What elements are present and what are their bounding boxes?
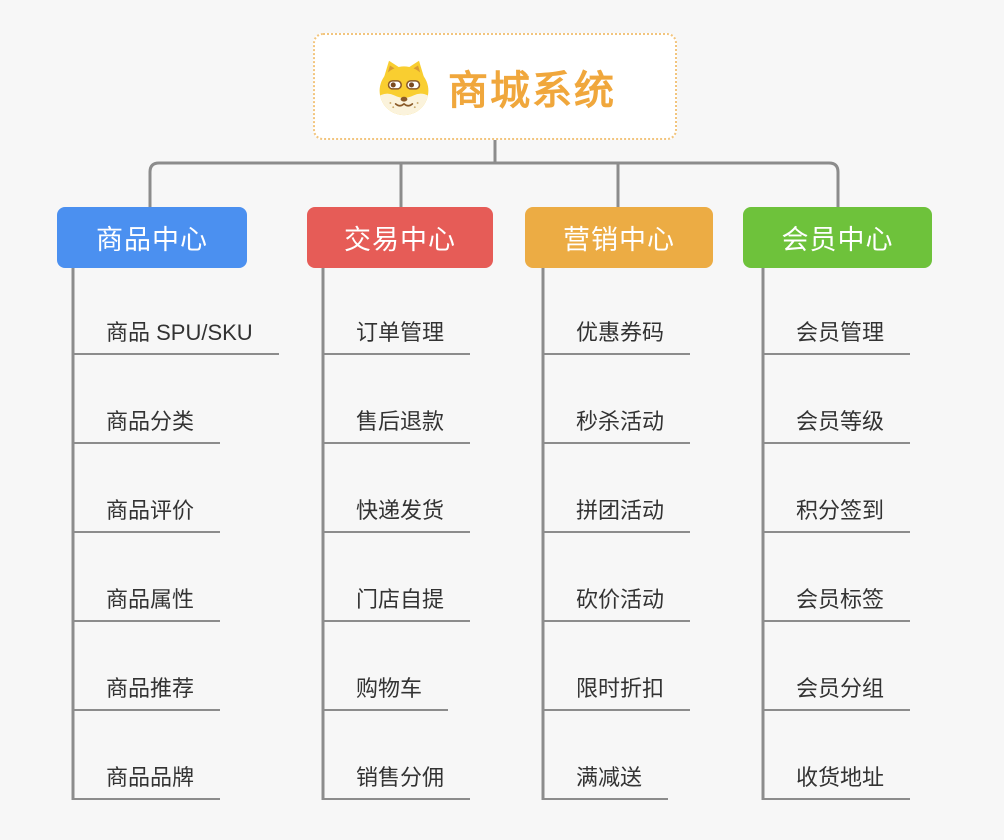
leaf-node-flash-sale[interactable]: 秒杀活动 — [542, 408, 691, 444]
leaf-node-order-management[interactable]: 订单管理 — [322, 319, 471, 355]
leaf-node-points-checkin[interactable]: 积分签到 — [762, 497, 911, 533]
leaf-node-member-tag[interactable]: 会员标签 — [762, 586, 911, 622]
leaf-node-shopping-cart[interactable]: 购物车 — [322, 675, 449, 711]
leaf-node-member-group[interactable]: 会员分组 — [762, 675, 911, 711]
branch-node-trade-center[interactable]: 交易中心 — [307, 207, 493, 268]
branch-node-member-center[interactable]: 会员中心 — [743, 207, 932, 268]
leaf-node-product-spu-sku[interactable]: 商品 SPU/SKU — [72, 319, 279, 355]
leaf-node-group-buy[interactable]: 拼团活动 — [542, 497, 691, 533]
leaf-node-coupon-code[interactable]: 优惠券码 — [542, 319, 691, 355]
branch-node-product-center[interactable]: 商品中心 — [57, 207, 247, 268]
leaf-node-bargain-activity[interactable]: 砍价活动 — [542, 586, 691, 622]
leaf-node-member-level[interactable]: 会员等级 — [762, 408, 911, 444]
leaf-node-full-reduction[interactable]: 满减送 — [542, 764, 669, 800]
leaf-node-after-sales-refund[interactable]: 售后退款 — [322, 408, 471, 444]
leaf-node-member-management[interactable]: 会员管理 — [762, 319, 911, 355]
branch-node-marketing-center[interactable]: 营销中心 — [525, 207, 713, 268]
leaf-node-product-review[interactable]: 商品评价 — [72, 497, 221, 533]
leaf-node-product-brand[interactable]: 商品品牌 — [72, 764, 221, 800]
root-title: 商城系统 — [448, 68, 616, 113]
leaf-node-product-recommend[interactable]: 商品推荐 — [72, 675, 221, 711]
leaf-node-sales-commission[interactable]: 销售分佣 — [322, 764, 471, 800]
leaf-node-product-category[interactable]: 商品分类 — [72, 408, 221, 444]
leaf-node-express-delivery[interactable]: 快递发货 — [322, 497, 471, 533]
leaf-node-product-attribute[interactable]: 商品属性 — [72, 586, 221, 622]
leaf-node-store-pickup[interactable]: 门店自提 — [322, 586, 471, 622]
shiba-dog-icon — [374, 57, 434, 117]
root-node-mall-system[interactable]: 商城系统 — [313, 33, 677, 140]
leaf-node-shipping-address[interactable]: 收货地址 — [762, 764, 911, 800]
leaf-node-limited-time-discount[interactable]: 限时折扣 — [542, 675, 691, 711]
